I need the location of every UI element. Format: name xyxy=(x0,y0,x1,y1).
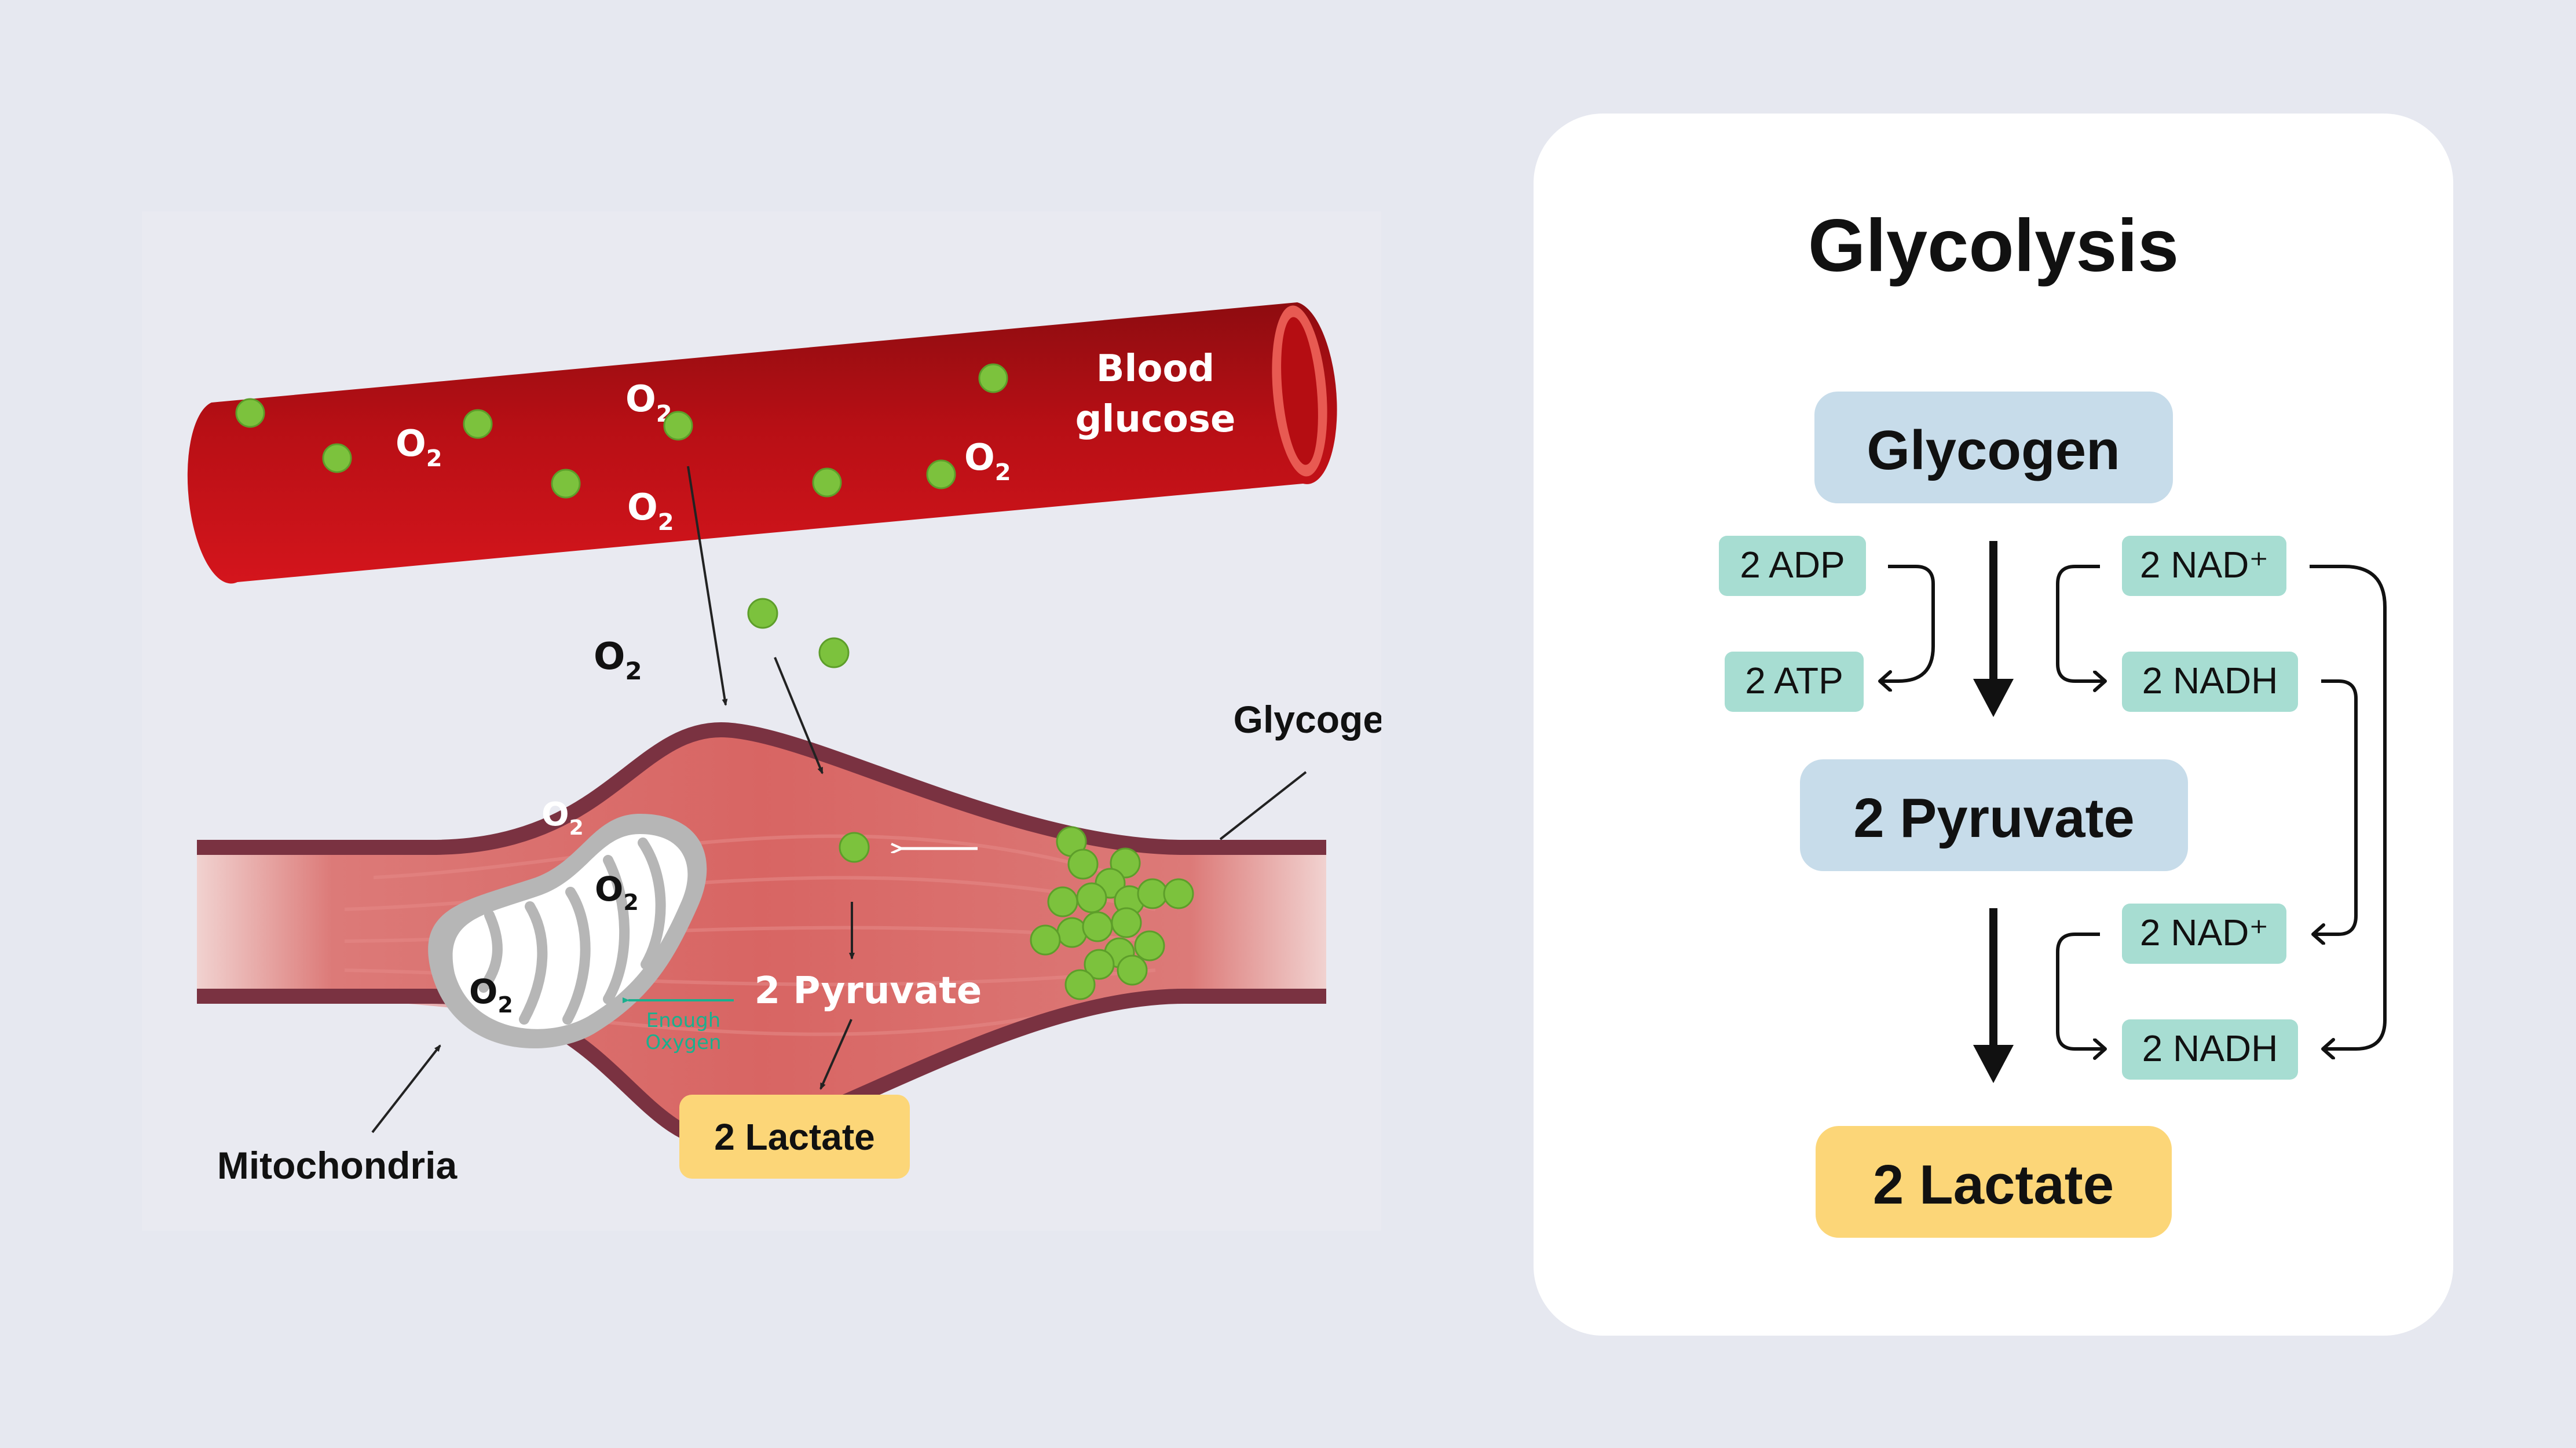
pyruvate-box: 2 Pyruvate xyxy=(1800,759,2188,871)
adp-tag: 2 ADP xyxy=(1719,536,1866,596)
enough-oxygen-line1: Enough xyxy=(646,1009,721,1032)
blood-vessel xyxy=(187,302,1337,584)
pyruvate-box-label: 2 Pyruvate xyxy=(1853,787,2135,849)
o2-label: O2 xyxy=(541,796,584,840)
pyruvate-label: 2 Pyruvate xyxy=(755,970,982,1012)
glucose-arrow xyxy=(774,657,824,774)
svg-text:O2: O2 xyxy=(541,796,584,840)
o2-label: O2 xyxy=(964,436,1011,486)
o2-label: O2 xyxy=(594,635,642,685)
mitochondria xyxy=(428,814,707,1049)
o2-label: O2 xyxy=(396,422,442,472)
blood-label-line2: glucose xyxy=(1075,398,1236,441)
svg-text:2 NAD⁺: 2 NAD⁺ xyxy=(2140,544,2268,586)
glycogen-box: Glycogen xyxy=(1814,392,2173,503)
o2-labels: O2 O2 O2 O2 O2 O2 O2 O2 xyxy=(396,378,1011,1018)
o2-label: O2 xyxy=(627,486,674,536)
nadh-tag-bottom: 2 NADH xyxy=(2122,1019,2298,1080)
nad-tag-top: 2 NAD⁺ xyxy=(2122,536,2286,596)
svg-text:O2: O2 xyxy=(469,972,513,1018)
nadh-to-nad-recycle-arrow xyxy=(2314,679,2358,934)
svg-text:2 ATP: 2 ATP xyxy=(1745,660,1843,701)
illustration-canvas: O2 O2 O2 O2 O2 O2 O2 O2 xyxy=(187,302,1381,1187)
nad-tag-bottom: 2 NAD⁺ xyxy=(2122,904,2286,964)
svg-text:O2: O2 xyxy=(964,436,1011,486)
svg-text:2 NADH: 2 NADH xyxy=(2142,660,2278,701)
svg-text:2 ADP: 2 ADP xyxy=(1740,544,1845,586)
o2-label: O2 xyxy=(469,972,513,1018)
svg-text:2 NAD⁺: 2 NAD⁺ xyxy=(2140,912,2268,953)
svg-text:O2: O2 xyxy=(594,635,642,685)
glycogen-label: Glycogen xyxy=(1234,698,1381,741)
nad-to-nadh-arrow-top xyxy=(2056,565,2104,681)
glycogen-box-label: Glycogen xyxy=(1867,419,2120,481)
lactate-label: 2 Lactate xyxy=(714,1116,874,1158)
pyruvate-to-lactate-arrow xyxy=(819,1019,852,1090)
blood-label-line1: Blood xyxy=(1096,348,1214,390)
atp-tag: 2 ATP xyxy=(1725,652,1864,712)
glycolysis-card: Glycolysis Glycogen 2 Pyruvate 2 Lactate… xyxy=(1534,114,2453,1336)
muscle-illustration: O2 O2 O2 O2 O2 O2 O2 O2 xyxy=(142,211,1381,1231)
mitochondria-label: Mitochondria xyxy=(217,1144,458,1187)
nad-to-nadh-arrow-bottom xyxy=(2056,933,2104,1049)
enough-oxygen-line2: Oxygen xyxy=(645,1031,721,1054)
glycolysis-diagram: Glycolysis Glycogen 2 Pyruvate 2 Lactate… xyxy=(1719,204,2387,1238)
oxygen-arrow xyxy=(687,466,728,706)
nad-to-nadh-long-arrow xyxy=(2310,565,2387,1049)
mitochondria-pointer xyxy=(371,1044,441,1133)
glycolysis-title: Glycolysis xyxy=(1808,204,2179,287)
lactate-box-label: 2 Lactate xyxy=(1873,1154,2114,1216)
glycogen-cluster xyxy=(1030,826,1194,1000)
lactate-result-box: 2 Lactate xyxy=(1816,1126,2172,1238)
svg-text:2 NADH: 2 NADH xyxy=(2142,1028,2278,1069)
o2-label: O2 xyxy=(595,869,639,915)
adp-to-atp-arrow xyxy=(1881,565,1935,681)
svg-text:O2: O2 xyxy=(396,422,442,472)
svg-text:O2: O2 xyxy=(627,486,674,536)
glucose-molecules xyxy=(235,363,1008,863)
svg-text:O2: O2 xyxy=(595,869,639,915)
nadh-tag-top: 2 NADH xyxy=(2122,652,2298,712)
glycogen-pointer xyxy=(1219,771,1307,840)
lactate-box: 2 Lactate xyxy=(679,1095,910,1179)
